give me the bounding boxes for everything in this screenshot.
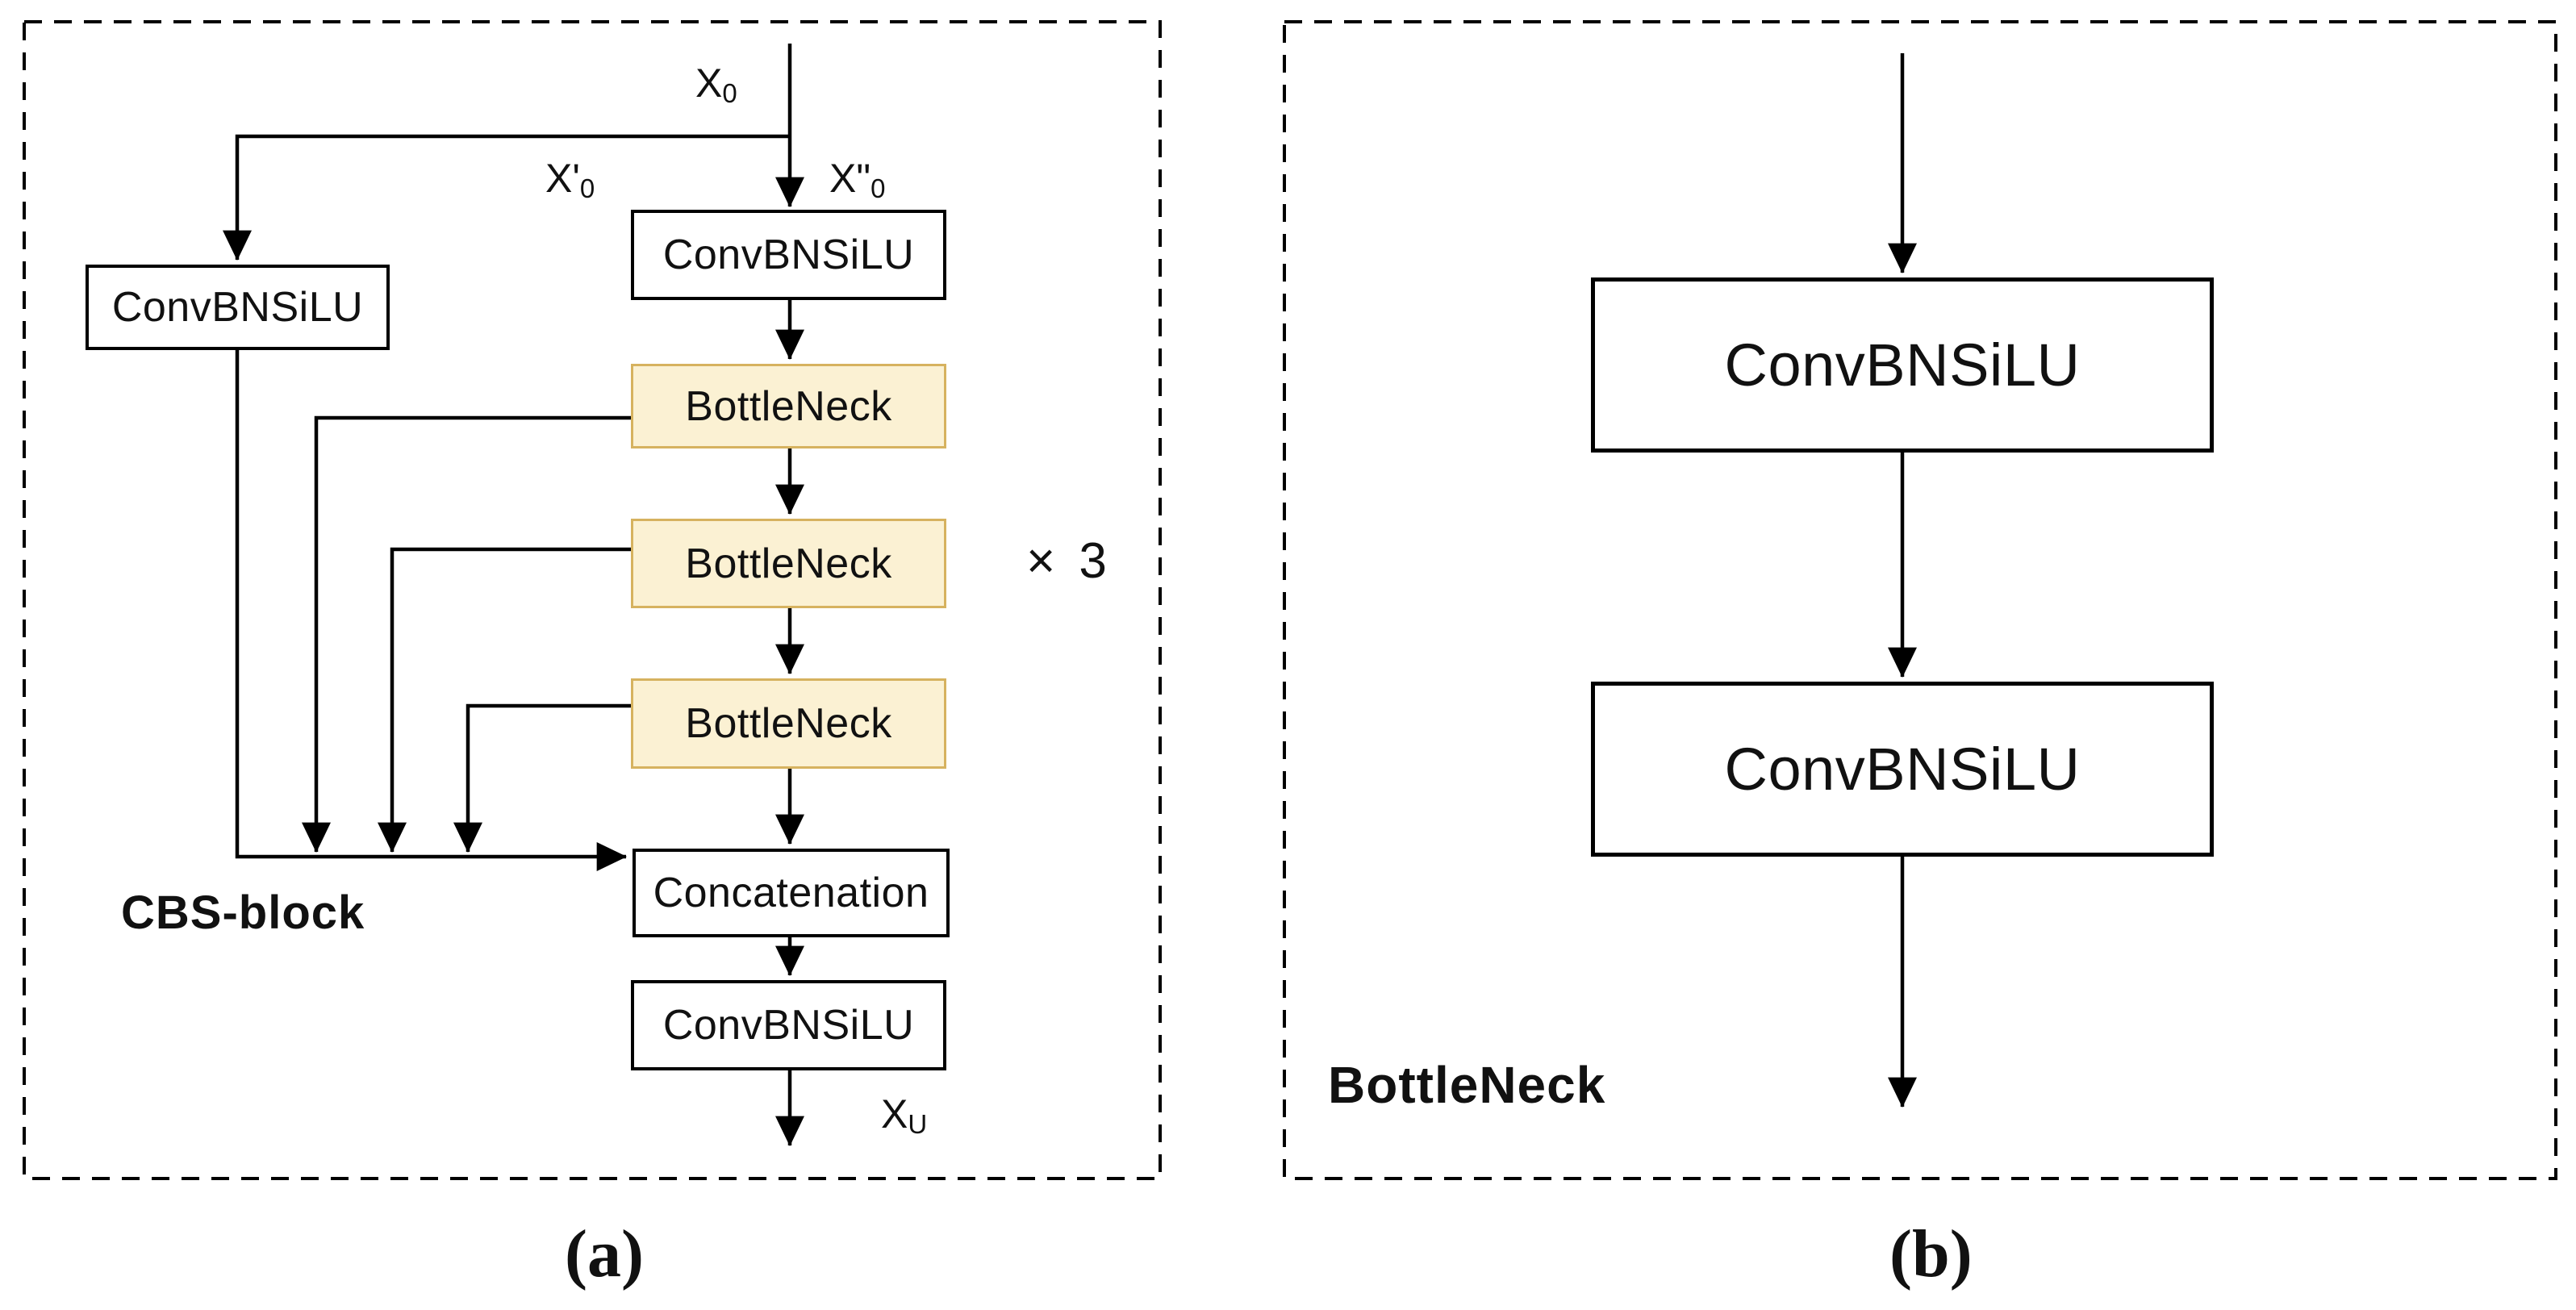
- cbs-block-label: CBS-block: [121, 887, 365, 939]
- edge-skip-bottleneck2: [378, 547, 631, 853]
- node-bottleneck-1: BottleNeck: [631, 364, 946, 448]
- node-concatenation: Concatenation: [633, 849, 950, 937]
- edge-skip-bottleneck1: [302, 415, 631, 853]
- edge-skip-bottleneck3: [453, 703, 631, 853]
- signal-x0-doubleprime: X"0: [829, 155, 886, 204]
- panel-b-border: [1283, 20, 2557, 1180]
- caption-a: (a): [565, 1216, 644, 1291]
- signal-x0-doubleprime-sub: 0: [870, 173, 886, 204]
- node-b-conv-1: ConvBNSiLU: [1591, 277, 2214, 453]
- signal-x0-prime-base: X': [545, 156, 580, 201]
- signal-xu-sub: U: [908, 1109, 928, 1140]
- signal-x0-doubleprime-base: X": [829, 156, 871, 201]
- bottleneck-block-label: BottleNeck: [1328, 1056, 1606, 1114]
- node-bottleneck-2: BottleNeck: [631, 519, 946, 608]
- node-b-conv-2: ConvBNSiLU: [1591, 682, 2214, 857]
- caption-b: (b): [1889, 1216, 1973, 1291]
- repeat-times-3-label: × 3: [1026, 533, 1112, 589]
- panel-a-border: [23, 20, 1162, 1180]
- signal-x0: X0: [695, 60, 737, 109]
- edge-conv-left-to-concat-rail: [235, 350, 627, 871]
- signal-x0-base: X: [695, 60, 723, 106]
- node-conv-out: ConvBNSiLU: [631, 980, 946, 1070]
- signal-xu: XU: [881, 1091, 928, 1140]
- node-bottleneck-3: BottleNeck: [631, 678, 946, 769]
- signal-x0-prime: X'0: [545, 155, 595, 204]
- node-conv-left: ConvBNSiLU: [86, 265, 390, 350]
- signal-x0-sub: 0: [722, 78, 737, 109]
- signal-xu-base: X: [881, 1091, 908, 1137]
- signal-x0-prime-sub: 0: [579, 173, 595, 204]
- edge-split-to-conv-left: [223, 134, 790, 261]
- node-conv-top: ConvBNSiLU: [631, 210, 946, 300]
